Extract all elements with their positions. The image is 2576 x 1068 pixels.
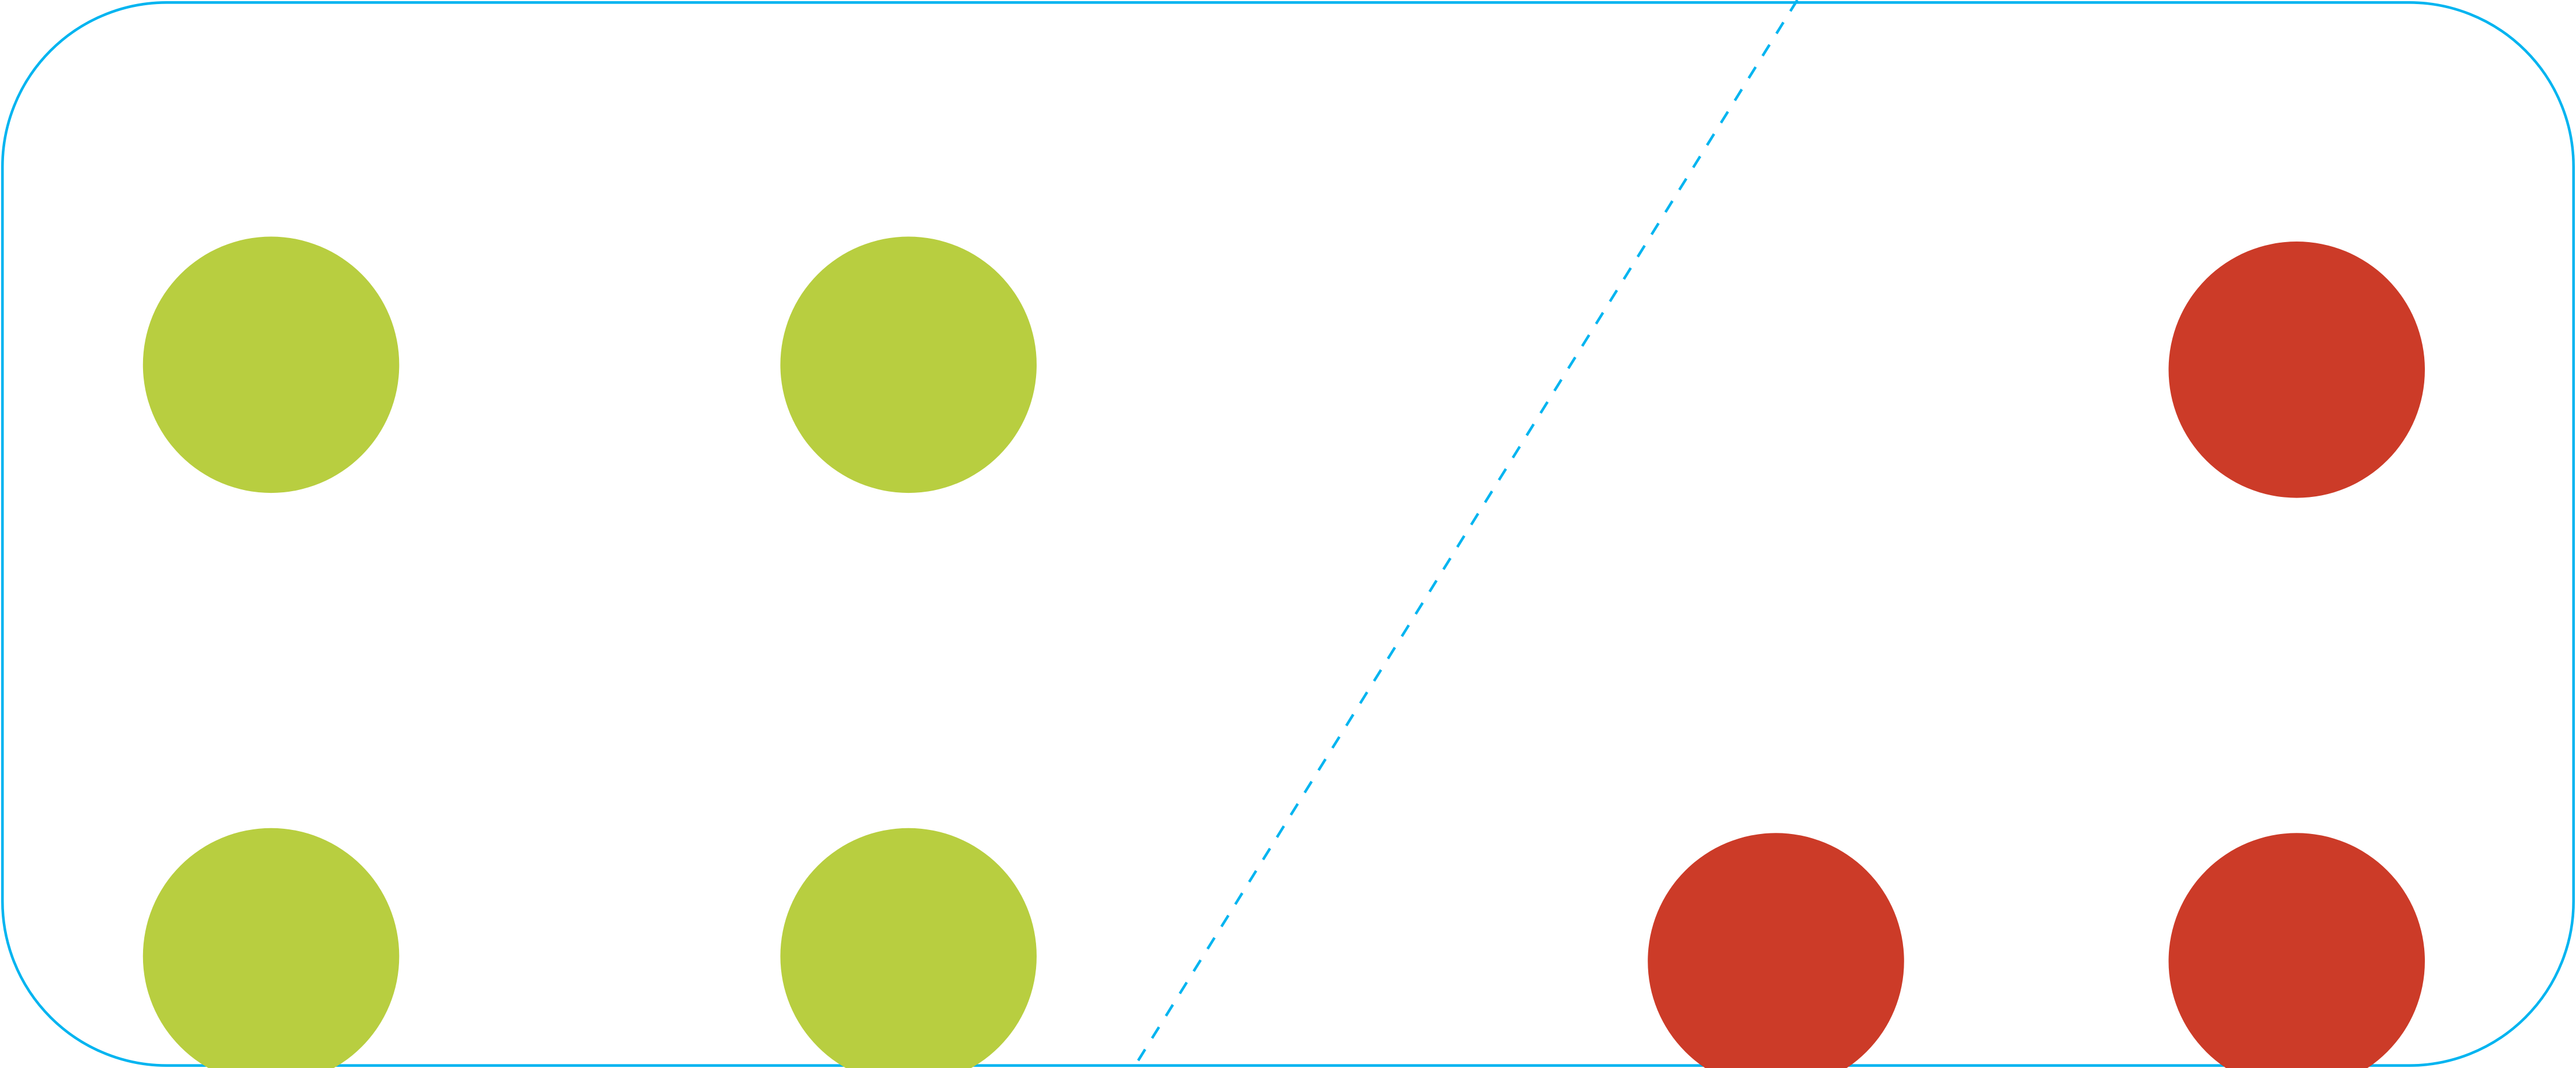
- class-b-point: [2168, 242, 2425, 498]
- class-a-point: [780, 236, 1037, 493]
- class-b-points: [1648, 242, 2425, 1068]
- class-b-point: [1648, 833, 1904, 1068]
- class-b-point: [2168, 833, 2425, 1068]
- class-a-points: [142, 236, 1037, 1068]
- class-a-point: [780, 828, 1037, 1068]
- class-a-point: [142, 828, 400, 1068]
- class-a-point: [142, 236, 400, 493]
